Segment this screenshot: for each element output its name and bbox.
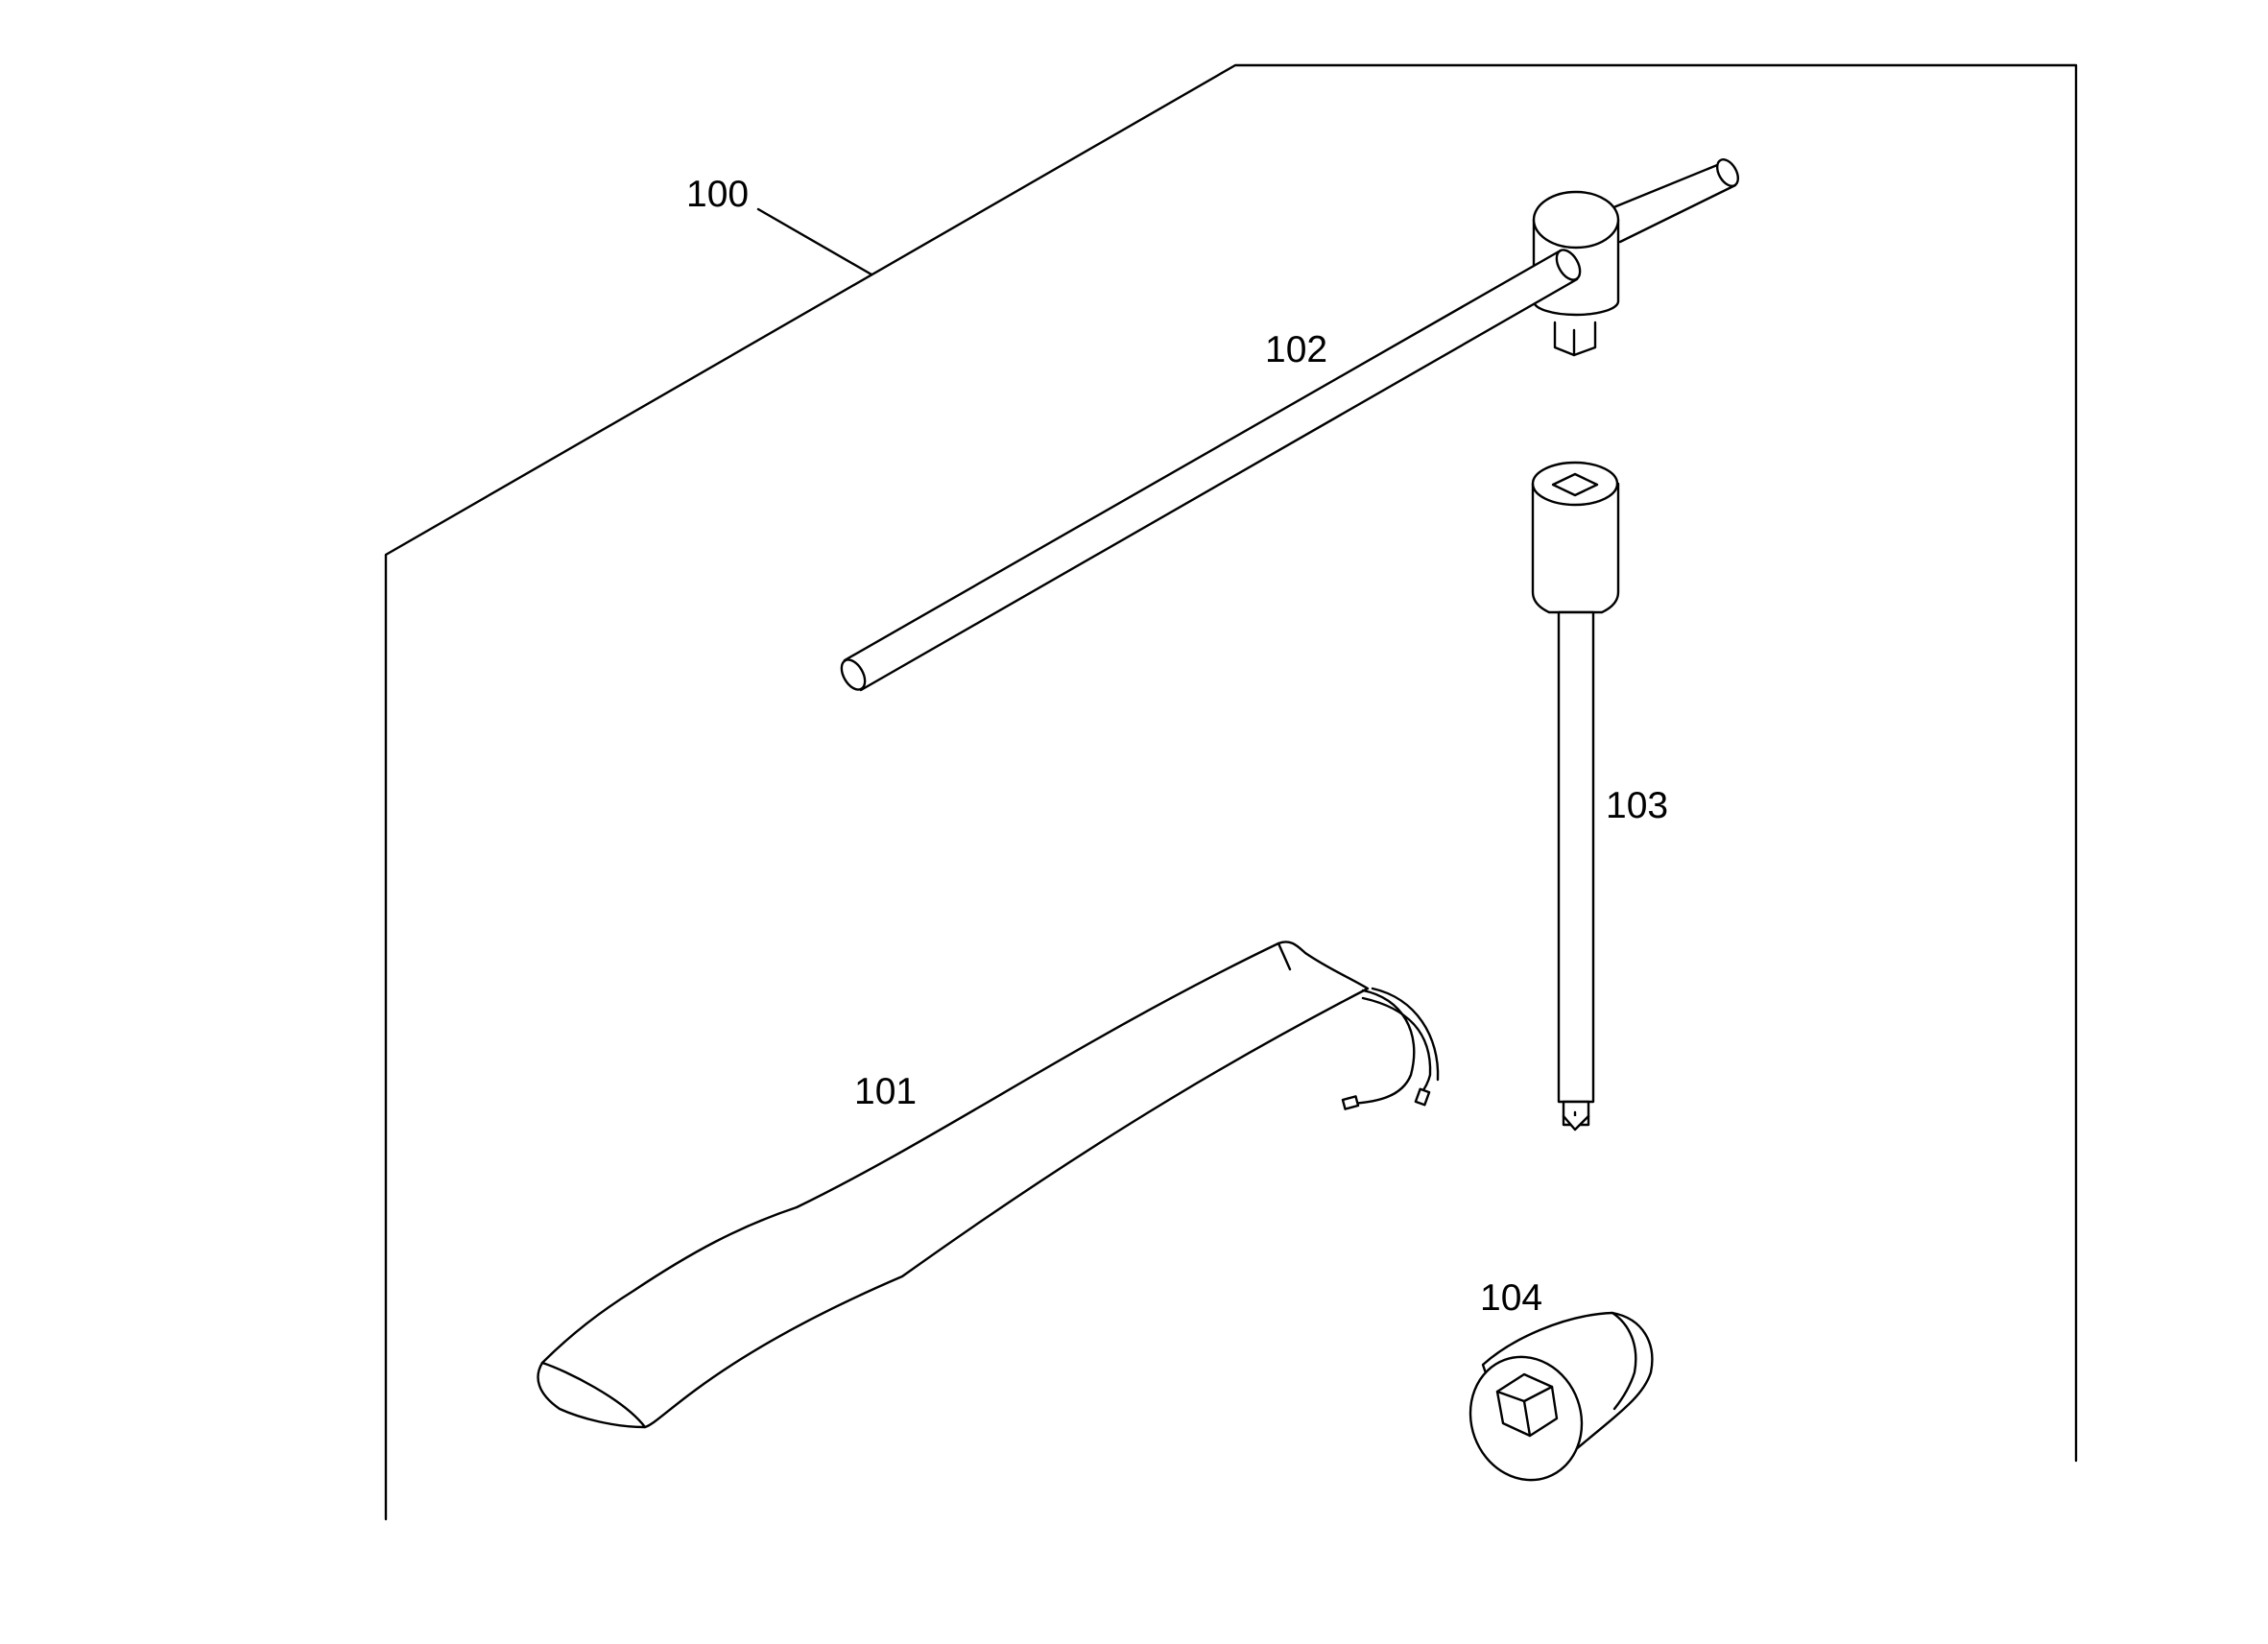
extension-bar [1531, 461, 1620, 1132]
label-102: 102 [1265, 329, 1327, 370]
tool-bag [537, 941, 1440, 1429]
label-101: 101 [854, 1071, 917, 1112]
label-103: 103 [1606, 785, 1668, 826]
t-handle-wrench [840, 158, 1740, 692]
label-100: 100 [686, 174, 749, 215]
label-104: 104 [1480, 1277, 1542, 1319]
socket [1468, 1311, 1654, 1482]
leader-line-100 [756, 207, 873, 276]
kit-panel [384, 63, 2078, 1521]
